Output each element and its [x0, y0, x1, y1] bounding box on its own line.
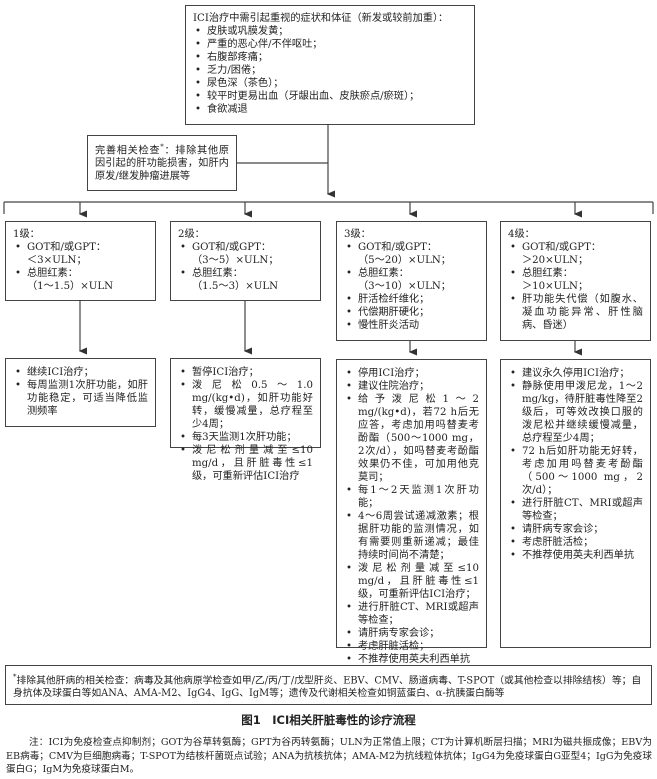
- actions-list: 建议永久停用ICI治疗；静脉使用甲泼尼龙，1～2 mg/kg，待肝脏毒性降至2级…: [508, 367, 643, 562]
- action-item: 停用ICI治疗；: [344, 367, 479, 380]
- criteria-item: GOT和/或GPT： （3～5）×ULN；: [178, 241, 313, 267]
- action-item: 请肝病专家会诊；: [344, 627, 479, 640]
- action-item: 建议住院治疗；: [344, 380, 479, 393]
- criteria-list: GOT和/或GPT： ＞20×ULN；总胆红素： ＞10×ULN；肝功能失代偿（…: [508, 241, 643, 332]
- actions-list: 继续ICI治疗；每周监测1次肝功能，如肝功能稳定，可适当降低监测频率: [13, 366, 148, 418]
- criteria-list: GOT和/或GPT： （3～5）×ULN；总胆红素： （1.5～3）×ULN: [178, 241, 313, 293]
- grade-3-actions-box: 停用ICI治疗；建议住院治疗；给予泼尼松1～2 mg/(kg•d)，若72 h后…: [336, 359, 487, 666]
- action-item: 请肝病专家会诊；: [508, 523, 643, 536]
- symptoms-list: 皮肤或巩膜发黄；严重的恶心伴/不伴呕吐；右腹部疼痛；乏力/困倦；尿色深（茶色）；…: [193, 25, 467, 116]
- criteria-item: GOT和/或GPT： ＞20×ULN；: [508, 241, 643, 267]
- grade-label: 2级：: [178, 229, 205, 240]
- action-item: 不推荐使用英夫利西单抗: [344, 653, 479, 666]
- action-item: 不推荐使用英夫利西单抗: [508, 549, 643, 562]
- criteria-item: 总胆红素： （1～1.5）×ULN: [13, 267, 148, 293]
- footnote-box: *排除其他肝病的相关检查：病毒及其他病原学检查如甲/乙/丙/丁/戊型肝炎、EBV…: [5, 665, 652, 705]
- criteria-item: GOT和/或GPT： （5～20）×ULN；: [344, 241, 479, 267]
- criteria-item: 总胆红素： ＞10×ULN；: [508, 267, 643, 293]
- grade-4-criteria-box: 4级：GOT和/或GPT： ＞20×ULN；总胆红素： ＞10×ULN；肝功能失…: [500, 221, 651, 341]
- criteria-item: 慢性肝炎活动: [344, 319, 479, 332]
- symptom-item: 食欲减退: [193, 103, 467, 116]
- criteria-item: 总胆红素： （3～10）×ULN；: [344, 267, 479, 293]
- criteria-item: GOT和/或GPT： ＜3×ULN；: [13, 241, 148, 267]
- footnote-text: 排除其他肝病的相关检查：病毒及其他病原学检查如甲/乙/丙/丁/戊型肝炎、EBV、…: [13, 675, 642, 700]
- symptoms-title: ICI治疗中需引起重视的症状和体征（新发或较前加重）：: [193, 13, 449, 24]
- criteria-list: GOT和/或GPT： （5～20）×ULN；总胆红素： （3～10）×ULN；肝…: [344, 241, 479, 332]
- figure-caption: 图1 ICI相关肝脏毒性的诊疗流程: [241, 713, 416, 727]
- criteria-list: GOT和/或GPT： ＜3×ULN；总胆红素： （1～1.5）×ULN: [13, 241, 148, 293]
- grade-label: 1级：: [13, 229, 40, 240]
- action-item: 每1～2天监测1次肝功能；: [344, 484, 479, 510]
- grade-3-criteria-box: 3级：GOT和/或GPT： （5～20）×ULN；总胆红素： （3～10）×UL…: [336, 221, 487, 341]
- action-item: 泼尼松剂量减至≤10 mg/d，且肝脏毒性≤1级，可重新评估ICI治疗: [178, 444, 313, 483]
- action-item: 进行肝脏CT、MRI或超声等检查；: [344, 601, 479, 627]
- grade-1-criteria-box: 1级：GOT和/或GPT： ＜3×ULN；总胆红素： （1～1.5）×ULN: [5, 221, 156, 301]
- action-item: 考虑肝脏活检；: [508, 536, 643, 549]
- figure-notes: 注：ICI为免疫检查点抑制剂；GOT为谷草转氨酶；GPT为谷丙转氨酶；ULN为正…: [6, 737, 652, 775]
- symptom-item: 右腹部疼痛；: [193, 51, 467, 64]
- grade-2-actions-box: 暂停ICI治疗；泼尼松0.5～1.0 mg/(kg•d)，如肝功能好转，缓慢减量…: [170, 358, 321, 482]
- action-item: 每周监测1次肝功能，如肝功能稳定，可适当降低监测频率: [13, 379, 148, 418]
- criteria-item: 总胆红素： （1.5～3）×ULN: [178, 267, 313, 293]
- footnote-mark: *: [13, 673, 17, 681]
- action-item: 暂停ICI治疗；: [178, 366, 313, 379]
- symptom-item: 较平时更易出血（牙龈出血、皮肤瘀点/瘀斑）；: [193, 90, 467, 103]
- action-item: 72 h后如肝功能无好转，考虑加用吗替麦考酚酯（500～1000 mg，2次/d…: [508, 445, 643, 497]
- action-item: 考虑肝脏活检；: [344, 640, 479, 653]
- workup-lead: 完善相关检查: [95, 145, 161, 157]
- action-item: 泼尼松0.5～1.0 mg/(kg•d)，如肝功能好转，缓慢减量，总疗程至少4周…: [178, 379, 313, 431]
- criteria-item: 肝功能失代偿（如腹水、凝血功能异常、肝性脑病、昏迷）: [508, 293, 643, 332]
- action-item: 继续ICI治疗；: [13, 366, 148, 379]
- symptom-item: 乏力/困倦；: [193, 64, 467, 77]
- symptom-item: 严重的恶心伴/不伴呕吐；: [193, 38, 467, 51]
- criteria-item: 代偿期肝硬化；: [344, 306, 479, 319]
- symptom-item: 皮肤或巩膜发黄；: [193, 25, 467, 38]
- workup-box: 完善相关检查*：排除其他原因引起的肝功能损害，如肝内原发/继发肿瘤进展等: [87, 135, 237, 191]
- workup-text: ：排除其他原因引起的肝功能损害，如肝内原发/继发肿瘤进展等: [95, 145, 229, 183]
- action-item: 进行肝脏CT、MRI或超声等检查；: [508, 497, 643, 523]
- criteria-item: 肝活检纤维化；: [344, 293, 479, 306]
- action-item: 每3天监测1次肝功能；: [178, 431, 313, 444]
- symptom-item: 尿色深（茶色）；: [193, 77, 467, 90]
- action-item: 静脉使用甲泼尼龙，1～2 mg/kg，待肝脏毒性降至2级后，可等效改换口服的泼尼…: [508, 380, 643, 445]
- symptoms-box: ICI治疗中需引起重视的症状和体征（新发或较前加重）： 皮肤或巩膜发黄；严重的恶…: [185, 5, 475, 125]
- actions-list: 暂停ICI治疗；泼尼松0.5～1.0 mg/(kg•d)，如肝功能好转，缓慢减量…: [178, 366, 313, 483]
- grade-label: 3级：: [344, 229, 371, 240]
- actions-list: 停用ICI治疗；建议住院治疗；给予泼尼松1～2 mg/(kg•d)，若72 h后…: [344, 367, 479, 666]
- grade-4-actions-box: 建议永久停用ICI治疗；静脉使用甲泼尼龙，1～2 mg/kg，待肝脏毒性降至2级…: [500, 359, 651, 648]
- grade-2-criteria-box: 2级：GOT和/或GPT： （3～5）×ULN；总胆红素： （1.5～3）×UL…: [170, 221, 321, 301]
- action-item: 给予泼尼松1～2 mg/(kg•d)，若72 h后无应答，考虑加用吗替麦考酚酯（…: [344, 393, 479, 484]
- action-item: 建议永久停用ICI治疗；: [508, 367, 643, 380]
- grade-label: 4级：: [508, 229, 535, 240]
- action-item: 泼尼松剂量减至≤10 mg/d，且肝脏毒性≤1级，可重新评估ICI治疗；: [344, 562, 479, 601]
- grade-1-actions-box: 继续ICI治疗；每周监测1次肝功能，如肝功能稳定，可适当降低监测频率: [5, 358, 156, 427]
- workup-mark: *: [160, 143, 164, 151]
- action-item: 4～6周尝试递减激素；根据肝功能的监测情况，如有需要则重新递减；最佳持续时间尚不…: [344, 510, 479, 562]
